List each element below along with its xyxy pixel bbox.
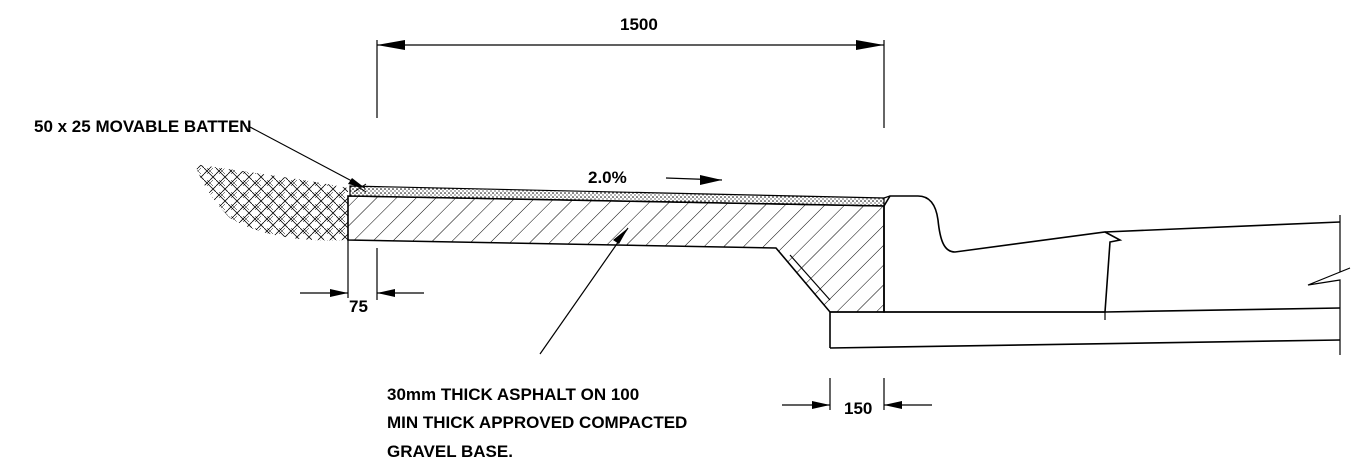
dimension-75: 75	[300, 240, 424, 316]
kerb-channel	[883, 195, 1123, 313]
dimension-150: 150	[782, 378, 932, 418]
batten-leader: 50 x 25 MOVABLE BATTEN	[34, 117, 366, 189]
road-pavement	[829, 221, 1341, 349]
dimension-1500: 1500	[376, 15, 885, 128]
dimension-label-1500: 1500	[620, 15, 658, 34]
slope-label: 2.0%	[588, 168, 627, 187]
material-note: 30mm THICK ASPHALT ON 100 MIN THICK APPR…	[387, 385, 687, 461]
slope-indicator: 2.0%	[588, 168, 723, 187]
break-line	[1307, 215, 1351, 355]
dimension-label-75: 75	[349, 297, 368, 316]
note-line-3: GRAVEL BASE.	[387, 442, 513, 461]
earth-embankment	[195, 164, 348, 241]
gravel-base	[347, 195, 885, 313]
note-line-1: 30mm THICK ASPHALT ON 100	[387, 385, 639, 404]
batten-label: 50 x 25 MOVABLE BATTEN	[34, 117, 252, 136]
note-line-2: MIN THICK APPROVED COMPACTED	[387, 413, 687, 432]
dimension-label-150: 150	[844, 399, 872, 418]
asphalt-note-leader	[539, 227, 629, 355]
